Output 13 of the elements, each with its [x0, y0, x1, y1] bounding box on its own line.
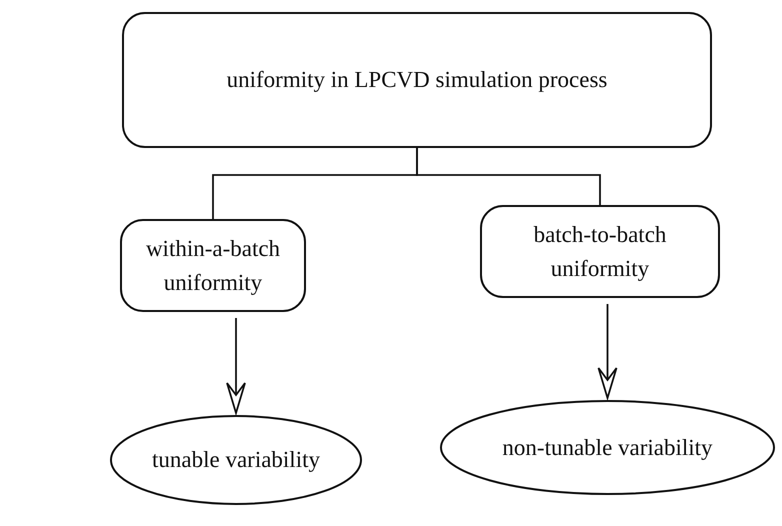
arrow	[598, 304, 618, 399]
rounded-box	[120, 219, 306, 312]
node-label: within-a-batch uniformity	[144, 235, 282, 297]
ellipse-node	[440, 400, 775, 495]
node-label: non-tunable variability	[502, 434, 713, 462]
ellipse-node	[110, 415, 362, 505]
node-label: tunable variability	[152, 446, 320, 474]
node-label: uniformity in LPCVD simulation process	[226, 66, 608, 94]
rounded-box	[480, 205, 720, 298]
connector-line	[416, 148, 601, 205]
rounded-box	[122, 12, 712, 148]
node-label: batch-to-batch uniformity	[532, 221, 668, 283]
arrow	[226, 318, 246, 414]
